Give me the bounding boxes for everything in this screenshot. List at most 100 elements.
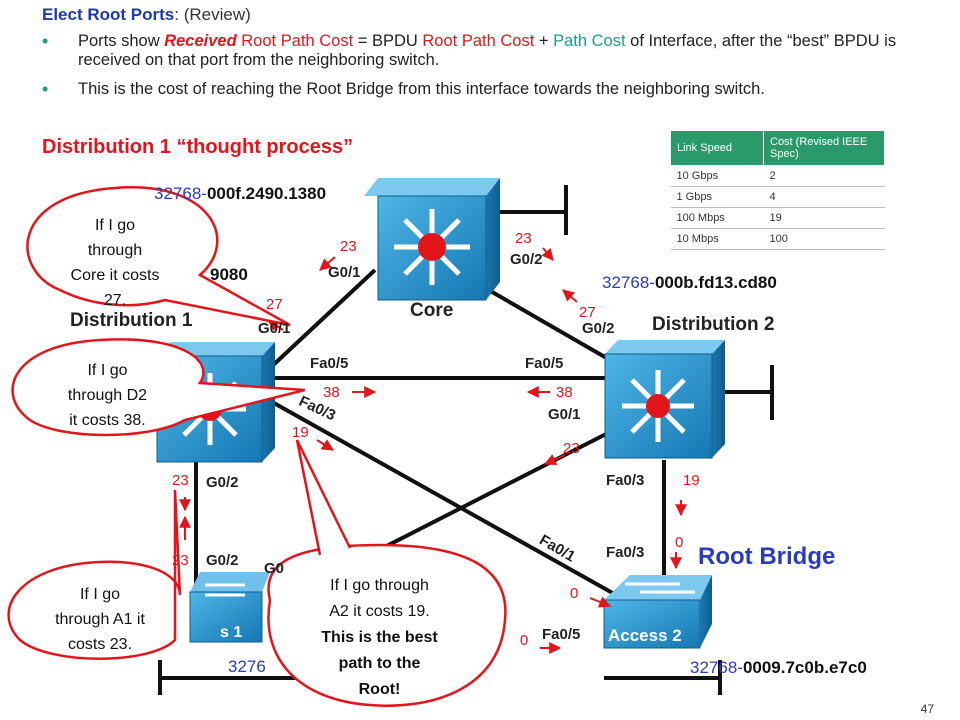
cost-table-header-cost: Cost (Revised IEEE Spec) <box>763 130 885 166</box>
a2-mac: 0009.7c0b.e7c0 <box>742 658 867 677</box>
cost-cell: 19 <box>763 207 885 229</box>
core-mac: 000f.2490.1380 <box>206 184 327 203</box>
cost-d1-g02: 23 <box>172 472 189 489</box>
cost-a2-fa01: 0 <box>570 585 579 602</box>
root-bridge-label: Root Bridge <box>698 543 836 570</box>
core-root-dot <box>418 233 446 261</box>
bubbles <box>7 186 507 707</box>
bubble-core-text: If I go through Core it costs 27. <box>40 213 190 313</box>
bubble-d2 <box>11 338 306 437</box>
d1-port-g01: G0/1 <box>258 320 291 337</box>
bubble-d2-line: it costs 38. <box>69 412 146 429</box>
link-core-d2 <box>479 283 611 362</box>
bubble-a2-tail <box>295 439 352 556</box>
cost-core-g01: 23 <box>340 238 357 255</box>
core-label: Core <box>410 300 454 321</box>
core-bridge-id: 32768-000f.2490.1380 <box>154 184 326 204</box>
bubble-a1-text: If I go through A1 it costs 23. <box>25 582 175 657</box>
bullet-1-segment: Root Path Cost <box>236 32 354 50</box>
link-d1-a2 <box>264 396 626 602</box>
bullet-1-segment: Path Cost <box>553 32 626 50</box>
bubble-a2-bold-line: Root! <box>358 681 401 698</box>
bullet-1-segment: Ports show <box>78 32 165 50</box>
cost-a1-g02: 23 <box>172 552 189 569</box>
header-title: Elect Root Ports <box>42 5 175 24</box>
a1-priority: 3276 <box>228 657 266 676</box>
bullet-1-segment: of Interface, after the “best” BPDU is r… <box>78 32 897 69</box>
slide-header: Elect Root Ports: (Review) <box>42 5 251 25</box>
link-d1-core <box>268 268 377 370</box>
cost-table-header: Link Speed Cost (Revised IEEE Spec) <box>670 130 885 166</box>
cost-cell: 10 Gbps <box>670 165 764 187</box>
bubble-core-line: through <box>87 242 143 259</box>
bubble-a2-text: If I go through A2 it costs 19. This is … <box>292 573 467 703</box>
bullet-1-segment: Received <box>164 32 237 50</box>
d2-priority: 32768- <box>602 273 655 292</box>
bubble-a1 <box>7 489 182 660</box>
a2-switch <box>603 575 712 649</box>
d1-label: Distribution 1 <box>70 310 193 331</box>
cost-d2-fa05: 38 <box>556 384 573 401</box>
d2-bridge-id: 32768-000b.fd13.cd80 <box>602 273 777 293</box>
a1-bridge-id-partial: 3276 <box>228 657 266 677</box>
d1-bridge-id-partial: 9080 <box>210 265 248 284</box>
core-port-g01: G0/1 <box>328 264 361 281</box>
bullet-1-segment: = BPDU <box>353 32 423 50</box>
bubble-a2-bold-line: path to the <box>338 655 421 672</box>
d2-label: Distribution 2 <box>652 314 775 335</box>
bubble-core-line: If I go <box>94 217 136 234</box>
cost-cell: 1 Gbps <box>670 186 764 208</box>
bullet-1-segment: Root Path Cost <box>422 32 535 50</box>
page-number: 47 <box>920 702 934 716</box>
bubble-a2-bold-line: This is the best <box>321 629 438 646</box>
bubble-core <box>26 186 291 327</box>
d2-port-g01: G0/1 <box>548 406 581 423</box>
a2-label: Access 2 <box>608 626 682 645</box>
header-subtitle: : (Review) <box>174 5 251 24</box>
bubble-d2-line: through D2 <box>67 387 148 404</box>
bullet-2-segment: This is the cost of reaching the Root Br… <box>78 80 765 98</box>
cost-d1-g01: 27 <box>266 296 283 313</box>
a2-port-fa05: Fa0/5 <box>542 626 581 643</box>
a1-label: s 1 <box>220 624 243 641</box>
d1-port-g02: G0/2 <box>206 474 239 491</box>
section-subtitle: Distribution 1 “thought process” <box>42 136 354 158</box>
cost-cell: 10 Mbps <box>670 228 764 250</box>
cost-a2-fa05: 0 <box>520 632 529 649</box>
d2-switch <box>604 340 725 459</box>
a2-priority: 32768- <box>690 658 743 677</box>
cost-cell: 100 <box>763 228 885 250</box>
d1-port-fa05: Fa0/5 <box>310 355 349 372</box>
cost-core-g02: 23 <box>515 230 532 247</box>
bullet-1-text: Ports show Received Root Path Cost = BPD… <box>78 32 928 70</box>
cost-cell: 2 <box>763 165 885 187</box>
cost-d1-fa03: 19 <box>292 424 309 441</box>
a1-switch <box>189 572 270 643</box>
d2-port-g02: G0/2 <box>582 320 615 337</box>
core-port-g02: G0/2 <box>510 251 543 268</box>
cost-d1-fa05: 38 <box>323 384 340 401</box>
a1-port-g02: G0/2 <box>206 552 239 569</box>
bubble-core-line: Core it costs <box>70 267 160 284</box>
d2-port-fa03: Fa0/3 <box>606 472 645 489</box>
bubble-a1-line: costs 23. <box>67 636 133 653</box>
bubble-a2-line: If I go through <box>330 577 429 594</box>
d2-mac: 000b.fd13.cd80 <box>654 273 777 292</box>
bubble-a1-line: If I go <box>79 586 121 603</box>
bubble-a2-line: A2 it costs 19. <box>329 603 430 620</box>
core-switch <box>364 178 500 301</box>
a1-port-g0x: G0 <box>264 560 285 577</box>
cost-table: Link Speed Cost (Revised IEEE Spec) 10 G… <box>670 130 885 250</box>
bullet-2-text: This is the cost of reaching the Root Br… <box>78 80 928 99</box>
bubble-core-line: 27. <box>103 292 127 309</box>
bullet-1-segment: + <box>534 32 554 50</box>
cost-d2-fa03: 19 <box>683 472 700 489</box>
cost-cell: 4 <box>763 186 885 208</box>
bullet-dot-icon: • <box>42 79 49 99</box>
a2-port-fa03: Fa0/3 <box>606 544 645 561</box>
cost-cell: 100 Mbps <box>670 207 764 229</box>
